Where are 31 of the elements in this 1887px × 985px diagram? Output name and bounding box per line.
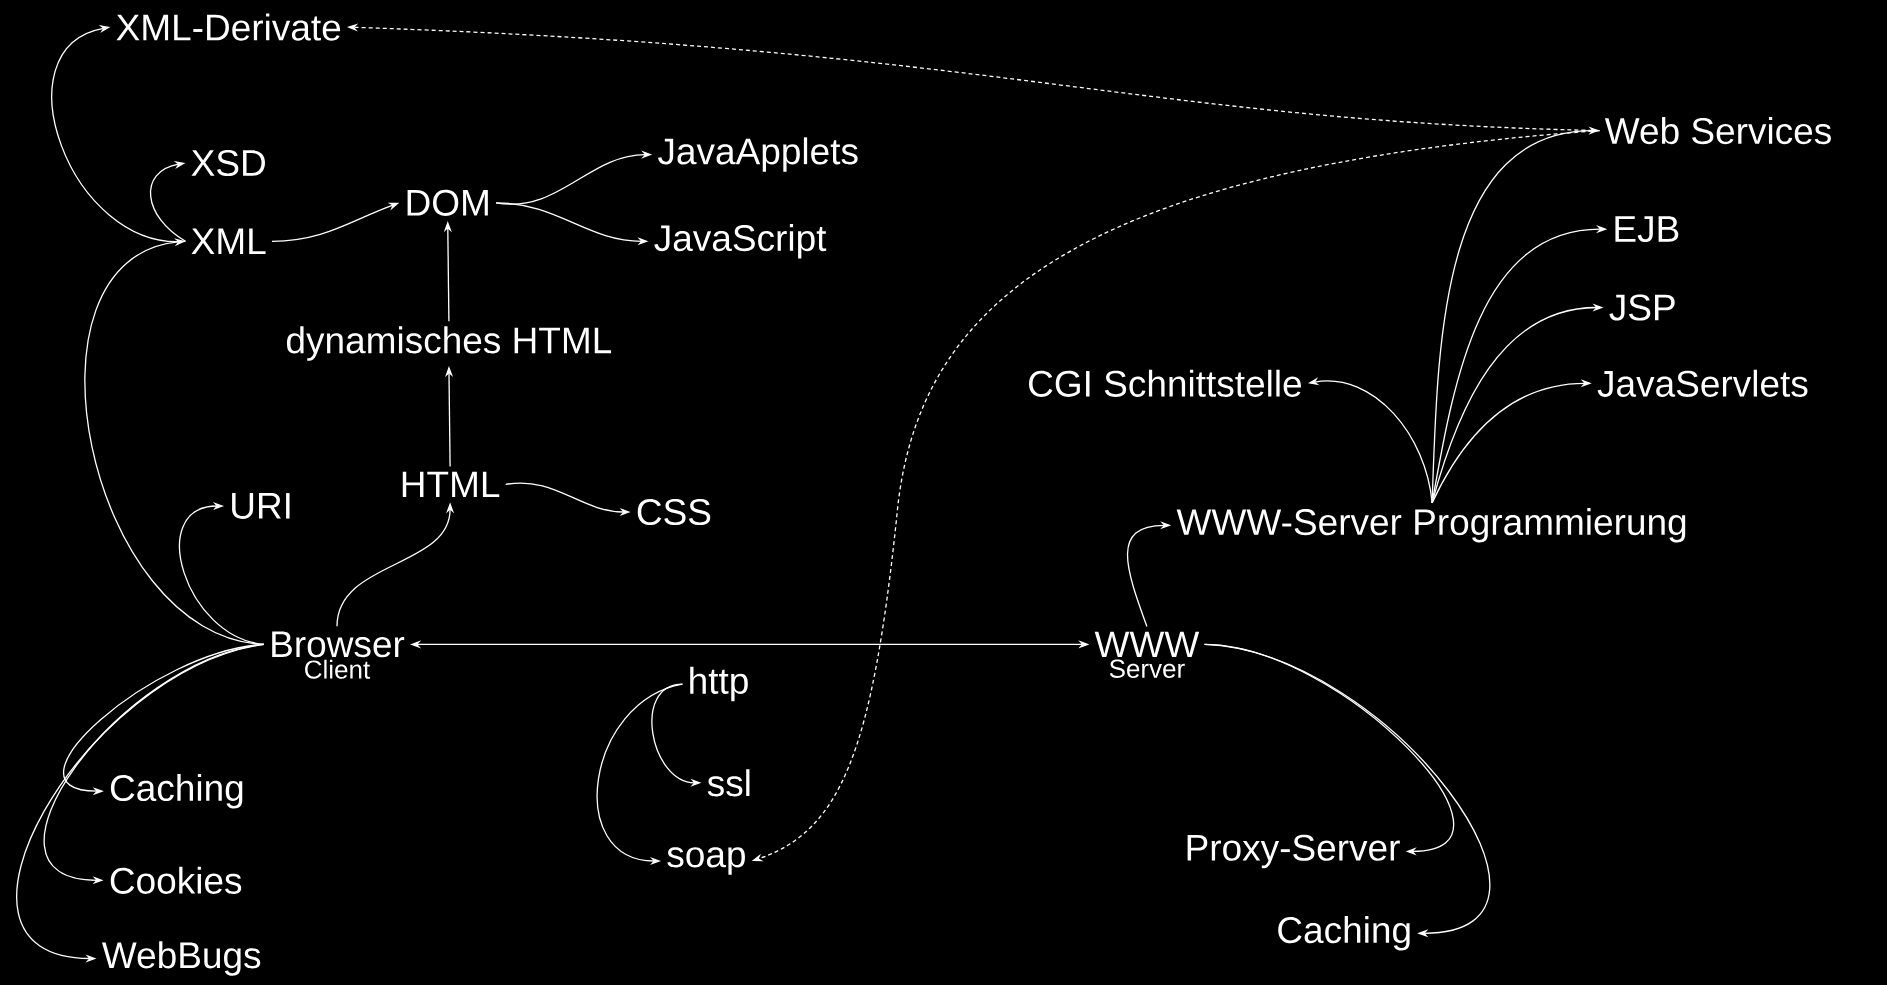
topic-caption: Client (305, 659, 371, 679)
topic-label: JSP (1609, 294, 1675, 321)
topic-label: Web Services (1604, 117, 1831, 145)
arrow (179, 501, 265, 646)
topic-label: XSD (191, 149, 265, 177)
topic-label: WebBugs (102, 941, 261, 976)
topic-label: URI (232, 493, 290, 519)
topic-label: dynamisches HTML (287, 326, 612, 361)
topic-label: JavaServlets (1597, 369, 1808, 397)
topic-label: Caching (110, 773, 243, 809)
topic-label: EJB (1615, 216, 1679, 243)
topic-caption: Server (1109, 659, 1185, 678)
topic-label: Cookies (110, 866, 242, 894)
topic-label: ssl (707, 769, 750, 797)
topic-label: XML (191, 228, 266, 254)
topic-label: WWW-Server Programmierung (1176, 508, 1686, 543)
topic-label: HTML (402, 471, 500, 498)
topic-label: http (690, 666, 748, 702)
topic-label: WWW (1094, 631, 1200, 658)
topic-label: soap (667, 847, 745, 875)
topic-label: Browser (272, 631, 405, 658)
topic-label: Proxy-Server (1187, 834, 1400, 869)
topic-label: XML-Derivate (116, 13, 341, 41)
topic-label: Caching (1278, 916, 1410, 951)
topic-label: CGI Schnittstelle (1029, 369, 1301, 397)
topic-label: JavaScript (654, 224, 827, 259)
arrow (1203, 643, 1491, 938)
arrow (150, 160, 187, 242)
topic-label: CSS (637, 498, 711, 526)
topic-label: JavaApplets (658, 137, 858, 172)
topic-label: DOM (407, 189, 488, 216)
